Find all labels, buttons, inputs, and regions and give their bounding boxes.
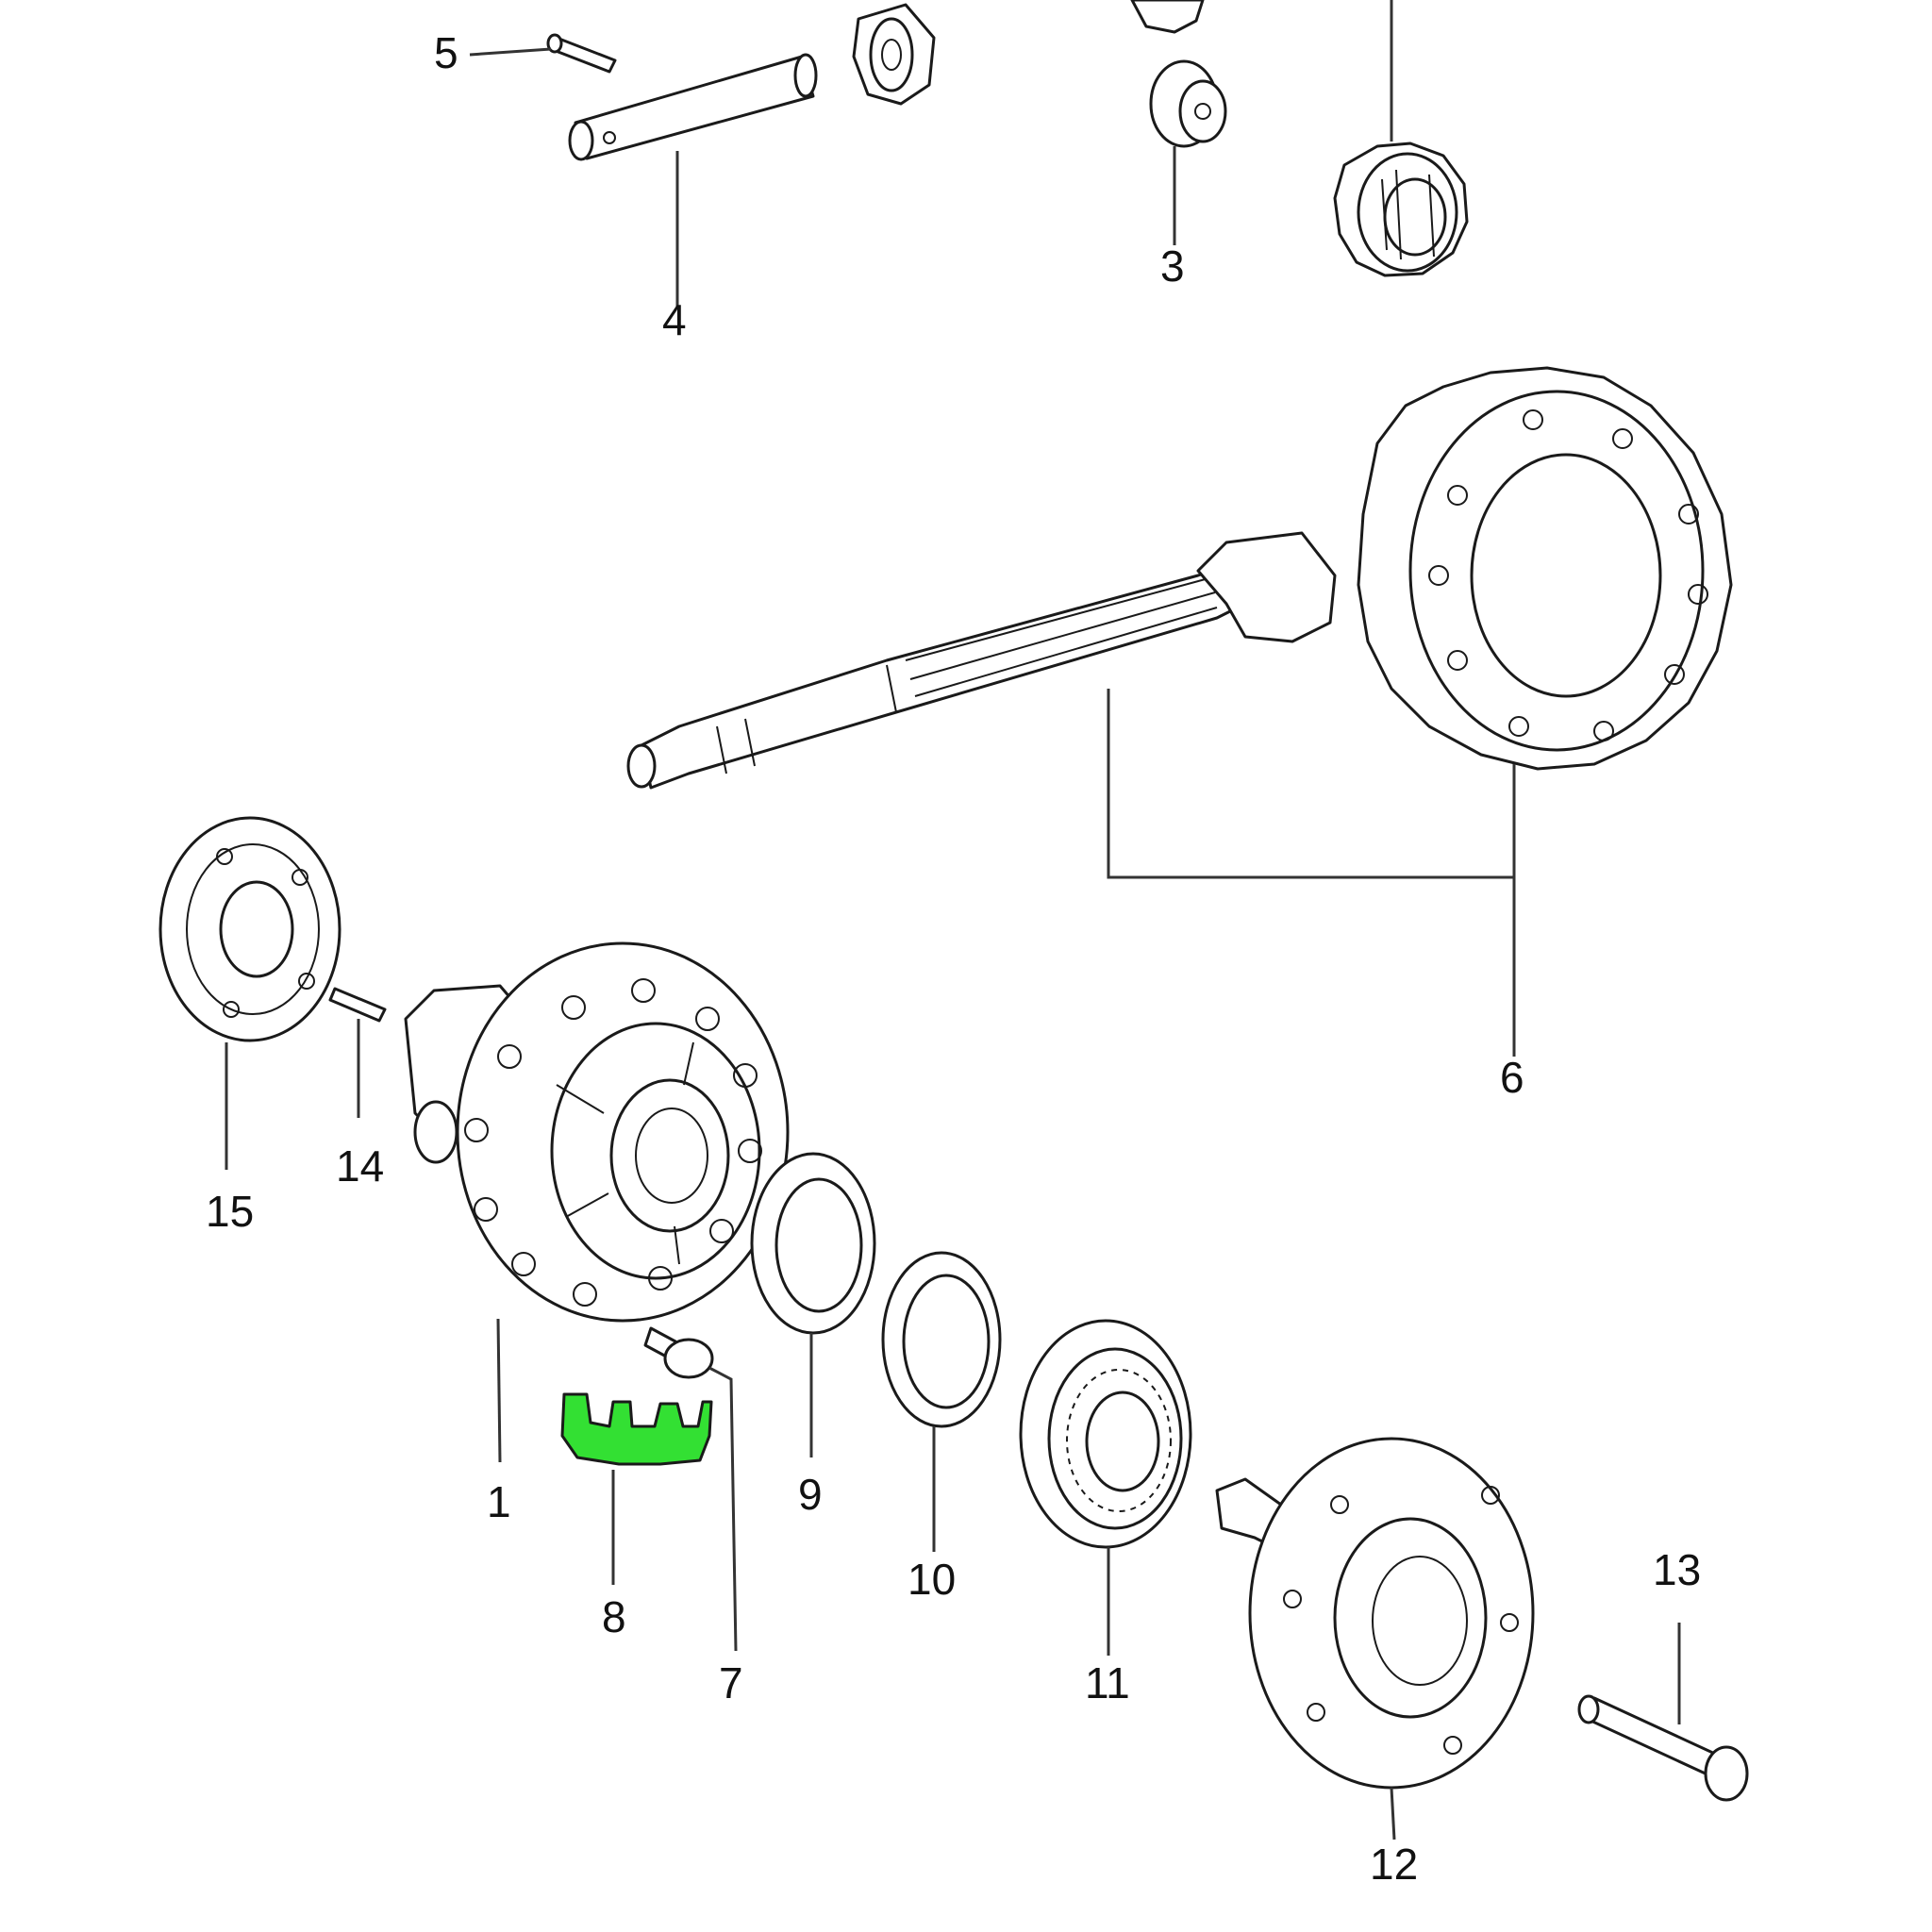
callout-6[interactable]: 6 <box>1500 1053 1524 1102</box>
part-15-cover-plate[interactable] <box>158 816 341 1042</box>
part-5-roll-pin[interactable] <box>546 33 617 74</box>
callout-11[interactable]: 11 <box>1085 1658 1130 1707</box>
part-10-shim-ring[interactable] <box>881 1251 1002 1428</box>
part-13-bolt[interactable] <box>1577 1694 1749 1802</box>
part-6-ring-gear[interactable] <box>1357 366 1733 771</box>
part-14-pin[interactable] <box>328 987 387 1023</box>
callout-12[interactable]: 12 <box>1370 1840 1418 1889</box>
part-8-lock-plate-highlighted[interactable] <box>560 1392 713 1466</box>
part-1-differential-housing[interactable] <box>404 941 790 1323</box>
callout-13[interactable]: 13 <box>1653 1545 1701 1594</box>
callout-7[interactable]: 7 <box>719 1658 743 1707</box>
part-side-gear-cropped[interactable] <box>1130 0 1205 34</box>
part-7-bolt[interactable] <box>643 1326 714 1379</box>
callout-15[interactable]: 15 <box>206 1187 254 1236</box>
housing-bolt-holes <box>464 978 762 1307</box>
part-6-pinion-shaft[interactable] <box>626 531 1337 790</box>
part-12-output-flange[interactable] <box>1215 1437 1535 1790</box>
ring-gear-bolt-holes <box>1428 409 1708 741</box>
part-spider-gear[interactable] <box>852 3 936 106</box>
part-3-thrust-washer[interactable] <box>1149 59 1227 148</box>
callout-14[interactable]: 14 <box>336 1141 384 1191</box>
callout-9[interactable]: 9 <box>798 1470 823 1519</box>
callout-10[interactable]: 10 <box>908 1555 956 1604</box>
callout-3[interactable]: 3 <box>1160 242 1185 291</box>
callout-4[interactable]: 4 <box>662 295 687 344</box>
leader-lines <box>225 0 1681 1840</box>
part-9-seal-ring[interactable] <box>750 1152 876 1335</box>
part-4-pin-shaft[interactable] <box>568 53 818 161</box>
part-11-roller-bearing[interactable] <box>1019 1319 1192 1549</box>
callout-8[interactable]: 8 <box>602 1592 626 1641</box>
part-side-gear[interactable] <box>1333 142 1469 277</box>
callout-labels: 5 4 3 6 15 14 1 8 7 9 10 11 12 13 <box>206 28 1701 1889</box>
callout-1[interactable]: 1 <box>487 1477 511 1526</box>
callout-5[interactable]: 5 <box>434 28 458 77</box>
